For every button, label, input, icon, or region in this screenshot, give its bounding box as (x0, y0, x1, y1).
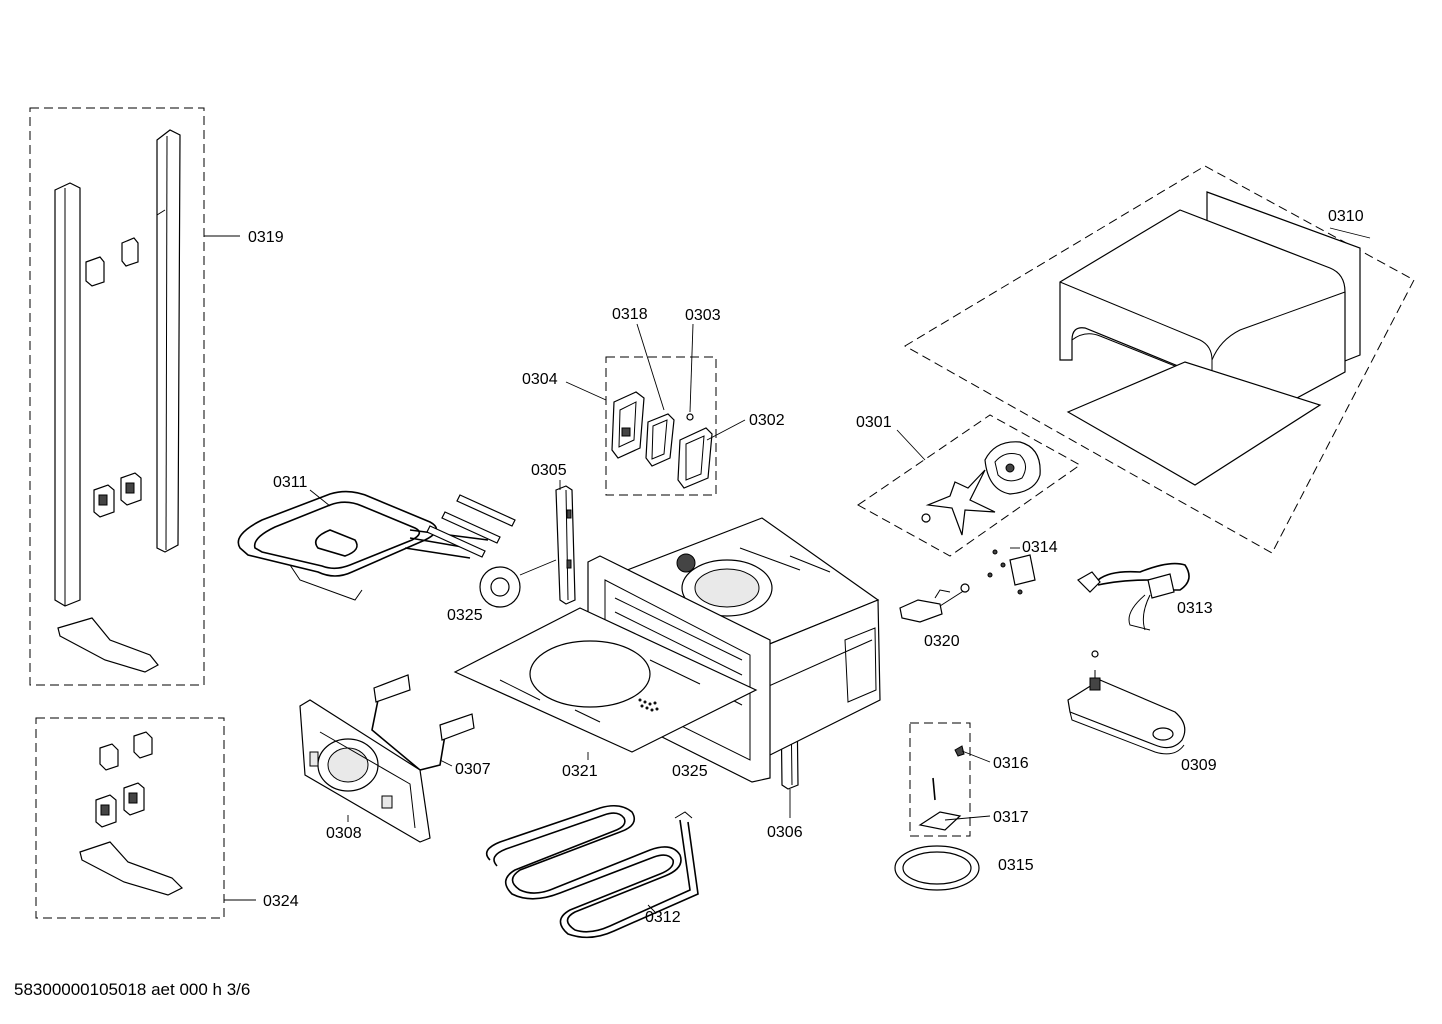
drawing-code: 58300000105018 aet 000 h 3/6 (14, 980, 251, 999)
part-0303-bulb (686, 413, 694, 421)
part-0308-rear-fan-cover (299, 699, 431, 843)
part-0311-grill-element (237, 489, 516, 601)
label-0324: 0324 (263, 893, 299, 910)
group-box-0324 (35, 717, 225, 919)
label-0325-a: 0325 (447, 607, 483, 624)
label-0312: 0312 (645, 909, 681, 926)
part-group-lamp-assembly (565, 323, 746, 496)
part-0318-gasket (645, 413, 675, 467)
insulation-base-mat (1066, 361, 1322, 486)
label-0317: 0317 (993, 809, 1029, 826)
label-0301: 0301 (856, 414, 892, 431)
label-0321: 0321 (562, 763, 598, 780)
label-0303: 0303 (685, 307, 721, 324)
label-0310: 0310 (1328, 208, 1364, 225)
right-rail (156, 129, 181, 553)
label-0307: 0307 (455, 761, 491, 778)
part-0317-seal (918, 811, 962, 831)
part-0302-cover (677, 427, 713, 489)
part-0309-thermostat (1067, 650, 1186, 755)
part-0325-lamp-cover-a (479, 559, 557, 608)
part-0305-side-rail (555, 480, 576, 605)
knob-b (133, 731, 153, 759)
bracket-plate (1009, 554, 1036, 586)
label-0319: 0319 (248, 229, 284, 246)
part-group-0316-0317 (909, 722, 991, 837)
part-0304-lamp-housing (611, 391, 645, 459)
callout-labels: 0319 0324 0311 0304 0318 0303 0302 0305 … (248, 208, 1364, 926)
part-0312-bottom-heater (485, 804, 699, 939)
terminal-strip-b (441, 511, 501, 544)
part-0320-switch (899, 583, 970, 623)
clip-b (121, 237, 139, 267)
part-0310-insulation (904, 165, 1415, 554)
switch-body (899, 599, 943, 623)
label-0314: 0314 (1022, 539, 1058, 556)
label-0306: 0306 (767, 824, 803, 841)
part-0315-ring-gasket (894, 845, 980, 891)
label-0304: 0304 (522, 371, 558, 388)
rail-0305 (555, 485, 576, 605)
heater-coil-outer (485, 804, 691, 933)
heater-coil-inner (493, 812, 699, 939)
label-0316: 0316 (993, 755, 1029, 772)
label-0313: 0313 (1177, 600, 1213, 617)
tool-0319 (57, 617, 159, 673)
clip-a (85, 256, 105, 287)
part-0313-power-cable (1077, 562, 1190, 631)
label-0315: 0315 (998, 857, 1034, 874)
plug (1077, 571, 1101, 593)
terminal-strip-a (456, 494, 516, 527)
label-0302: 0302 (749, 412, 785, 429)
part-group-0301-convection-fan (857, 414, 1081, 557)
tool-0324 (79, 841, 184, 896)
group-box-lamp (605, 356, 717, 496)
part-group-0324-accessory-kit (35, 717, 256, 919)
group-box-0301 (857, 414, 1081, 557)
grill-inner-loop (253, 501, 421, 570)
part-0321-bottom-plate (453, 607, 758, 760)
grill-outer-loop (237, 490, 438, 577)
pin (932, 777, 936, 801)
label-0320: 0320 (924, 633, 960, 650)
label-0318: 0318 (612, 306, 648, 323)
vent-holes (638, 698, 659, 712)
knob-a (99, 743, 119, 771)
part-group-0319-side-rails (29, 107, 240, 686)
part-0316-screw (954, 745, 965, 757)
group-box-0310 (904, 165, 1415, 554)
label-0325-b: 0325 (672, 763, 708, 780)
fan-blade (925, 469, 996, 536)
label-0305: 0305 (531, 462, 567, 479)
group-box-0319 (29, 107, 205, 686)
part-0314-bracket (987, 547, 1036, 595)
group-box-0316 (909, 722, 971, 837)
left-rail (54, 182, 81, 607)
label-0308: 0308 (326, 825, 362, 842)
label-0311: 0311 (273, 474, 308, 491)
label-0309: 0309 (1181, 757, 1217, 774)
terminal-strip-c (426, 525, 486, 558)
